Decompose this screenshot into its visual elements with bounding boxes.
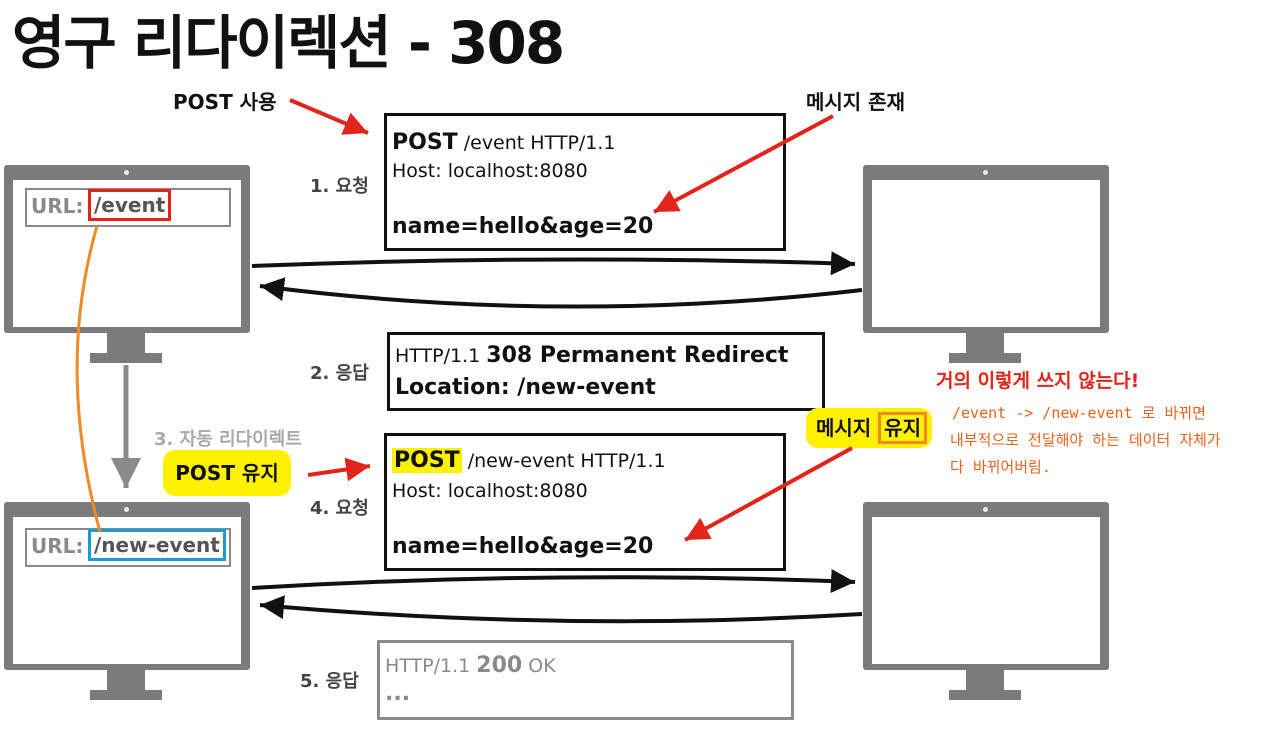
request4-host: Host: localhost:8080 [392, 480, 588, 502]
arrow-post-use [289, 98, 369, 135]
response2-status: 308 Permanent Redirect [486, 343, 789, 368]
response2-location: Location: /new-event [395, 375, 656, 400]
camera-dot [983, 170, 988, 175]
request1-message: POST /event HTTP/1.1 Host: localhost:808… [384, 113, 786, 251]
label-message-keep: 메시지 유지 [806, 408, 932, 448]
request4-line1: /new-event HTTP/1.1 [461, 450, 666, 472]
request4-message: POST /new-event HTTP/1.1 Host: localhost… [384, 433, 786, 571]
response5-code: 200 [476, 653, 523, 678]
url-change-connector [75, 225, 102, 533]
response2-prefix: HTTP/1.1 [395, 345, 487, 367]
request1-line1: /event HTTP/1.1 [457, 132, 616, 154]
camera-dot [124, 507, 129, 512]
url-bar-bottom[interactable]: URL: /new-event [25, 528, 231, 567]
url-value-event: /event [88, 189, 172, 221]
request4-method: POST [392, 448, 462, 473]
arrow-post-keep [307, 457, 371, 482]
camera-dot [983, 507, 988, 512]
response5-prefix: HTTP/1.1 [385, 655, 477, 677]
note-rarely-used: 거의 이렇게 쓰지 않는다! [936, 370, 1140, 392]
page-title: 영구 리다이렉션 - 308 [12, 9, 565, 77]
label-post-use: POST 사용 [173, 90, 277, 114]
url-label: URL: [31, 534, 84, 558]
label-message-exists: 메시지 존재 [806, 90, 905, 114]
message-keep-word: 유지 [878, 412, 927, 444]
response5-ok: OK [522, 655, 556, 677]
step-2-response: 2. 응답 [310, 363, 369, 384]
url-label: URL: [31, 194, 84, 218]
request1-host: Host: localhost:8080 [392, 160, 588, 182]
note-orange-line2: 내부적으로 전달해야 하는 데이터 자체가 [950, 431, 1221, 449]
arrow-request1 [251, 251, 856, 276]
arrow-response2 [259, 277, 863, 309]
step-5-response: 5. 응답 [300, 671, 359, 692]
arrow-response5 [259, 595, 863, 624]
step-1-request: 1. 요청 [310, 176, 369, 197]
response5-ellipsis: ... [385, 681, 411, 706]
message-keep-prefix: 메시지 [816, 416, 879, 440]
step-4-request: 4. 요청 [310, 498, 369, 519]
request1-body: name=hello&age=20 [392, 214, 654, 239]
url-value-new-event: /new-event [88, 529, 226, 561]
arrow-request4 [251, 569, 856, 594]
label-post-keep: POST 유지 [163, 450, 291, 496]
request4-body: name=hello&age=20 [392, 534, 654, 559]
note-orange-line1: /event -> /new-event 로 바뀌면 [952, 404, 1206, 422]
arrow-message-exists [653, 114, 834, 214]
camera-dot [124, 170, 129, 175]
note-orange-line3: 다 바뀌어버림. [950, 458, 1051, 476]
request1-method: POST [392, 130, 458, 155]
response5-message: HTTP/1.1 200 OK ... [377, 640, 794, 720]
response2-message: HTTP/1.1 308 Permanent Redirect Location… [387, 332, 825, 411]
url-bar-top[interactable]: URL: /event [25, 188, 231, 227]
step-3-auto-redirect: 3. 자동 리다이렉트 [154, 429, 302, 450]
arrow-message-keep [684, 446, 853, 542]
